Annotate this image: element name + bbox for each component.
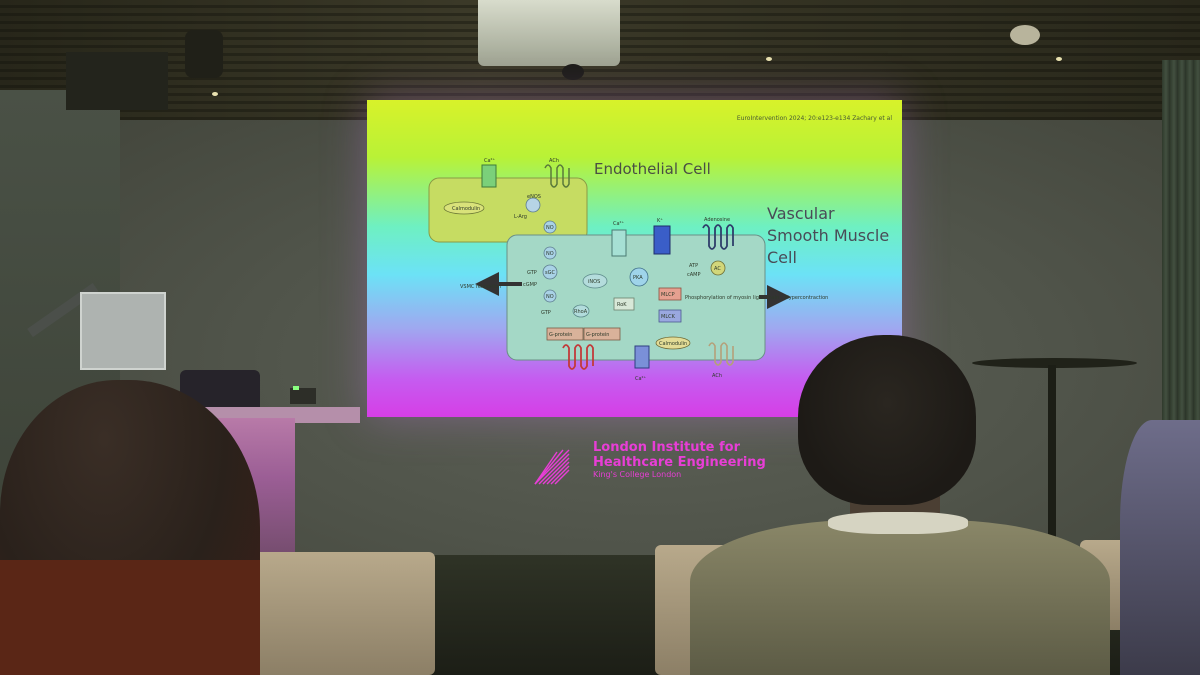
pka-shape <box>629 267 649 287</box>
presentation-device <box>290 388 316 404</box>
label-calmodulin-top: Calmodulin <box>452 206 480 212</box>
potassium-channel <box>653 225 671 255</box>
label-no-1: NO <box>546 225 554 231</box>
shirt-collar <box>828 512 968 534</box>
label-pka: PKA <box>633 275 643 281</box>
adenosine-receptor <box>702 224 734 250</box>
projected-slide: EuroIntervention 2024; 20:e123-e134 Zach… <box>367 100 902 417</box>
label-adenosine: Adenosine <box>704 217 730 223</box>
audience-member-right-head <box>798 335 976 505</box>
calcium-channel-vsmc <box>611 229 627 257</box>
label-camp: cAMP <box>687 272 701 278</box>
calmodulin-bottom-shape <box>655 336 691 350</box>
gpcr-receptor-bottom <box>562 344 594 370</box>
high-table-leg <box>1048 365 1056 555</box>
label-rok: RoK <box>617 302 627 308</box>
inos-shape <box>582 273 608 289</box>
label-no-3: NO <box>546 294 554 300</box>
label-hypercontraction: Hypercontraction <box>785 295 828 301</box>
label-phosphorylation: Phosphorylation of myosin light chain <box>685 295 779 301</box>
label-no-2: NO <box>546 251 554 257</box>
audience-member-right-body <box>690 520 1110 675</box>
label-ach-bottom: ACh <box>712 373 722 379</box>
label-ach-top: ACh <box>549 158 559 164</box>
label-ca-top: Ca²⁺ <box>484 158 496 164</box>
label-atp: ATP <box>689 263 698 269</box>
logo-text-line3: King's College London <box>593 470 682 479</box>
label-gprotein-2: G-protein <box>586 332 609 338</box>
label-ac: AC <box>714 266 721 272</box>
label-enos: eNOS <box>527 194 541 200</box>
projector-lens <box>562 64 584 80</box>
lectern-monitor <box>80 292 166 370</box>
label-ca-vsmc: Ca²⁺ <box>613 221 625 227</box>
calcium-channel-top <box>481 164 497 188</box>
ceiling-projector <box>478 0 620 66</box>
curtain <box>1162 60 1200 490</box>
enos-shape <box>525 197 541 213</box>
label-mlcp: MLCP <box>661 292 675 298</box>
audience-member-far-right <box>1120 420 1200 675</box>
gprotein-box-1 <box>546 327 584 341</box>
label-gtp-2: GTP <box>541 310 551 316</box>
ceiling-speaker <box>66 52 168 110</box>
ceiling-light <box>1056 57 1062 61</box>
no-shape-2 <box>543 246 557 260</box>
smoke-detector <box>1010 25 1040 45</box>
gprotein-box-2 <box>583 327 621 341</box>
no-shape-3 <box>543 289 557 303</box>
lhe-logo-mark-icon <box>534 449 570 485</box>
slide-citation: EuroIntervention 2024; 20:e123-e134 Zach… <box>736 115 892 122</box>
device-led <box>293 386 299 390</box>
label-gtp: GTP <box>527 270 537 276</box>
label-cgmp: cGMP <box>523 282 537 288</box>
rhoa-shape <box>572 304 590 318</box>
rok-box <box>613 297 635 311</box>
no-shape-1 <box>543 220 557 234</box>
ach-receptor-bottom <box>708 342 734 366</box>
label-vsmc-relaxation: VSMC relaxation <box>460 284 501 290</box>
lhe-logo: London Institute for Healthcare Engineer… <box>533 440 793 490</box>
label-calmodulin-bottom: Calmodulin <box>659 341 687 347</box>
high-table-top <box>972 358 1137 368</box>
label-sgc: sGC <box>545 270 555 276</box>
slide-title-endothelial: Endothelial Cell <box>594 160 711 178</box>
logo-text-line2: Healthcare Engineering <box>593 455 766 470</box>
label-gprotein-1: G-protein <box>549 332 572 338</box>
label-mlck: MLCK <box>661 314 676 320</box>
label-rhoa: RhoA <box>574 309 588 315</box>
ceiling-light <box>766 57 772 61</box>
mlck-box <box>658 309 682 323</box>
label-inos: iNOS <box>588 279 600 285</box>
mlcp-box <box>658 287 682 301</box>
calcium-channel-bottom <box>634 345 650 369</box>
label-ca-bottom: Ca²⁺ <box>635 376 647 382</box>
ceiling-camera <box>185 30 223 78</box>
logo-text-line1: London Institute for <box>593 440 741 455</box>
calmodulin-top-shape <box>443 201 485 215</box>
label-l-arg: L-Arg <box>514 214 527 220</box>
sgc-shape <box>542 264 558 280</box>
signaling-diagram: Ca²⁺ ACh Calmodulin eNOS L-Arg NO NO NO … <box>428 158 828 382</box>
audience-member-left-body <box>0 560 260 675</box>
label-k-plus: K⁺ <box>657 218 663 224</box>
ach-receptor-top <box>544 164 570 188</box>
ceiling-light <box>212 92 218 96</box>
ac-shape <box>710 260 726 276</box>
slide-title-vsmc: Vascular Smooth Muscle Cell <box>767 204 890 267</box>
